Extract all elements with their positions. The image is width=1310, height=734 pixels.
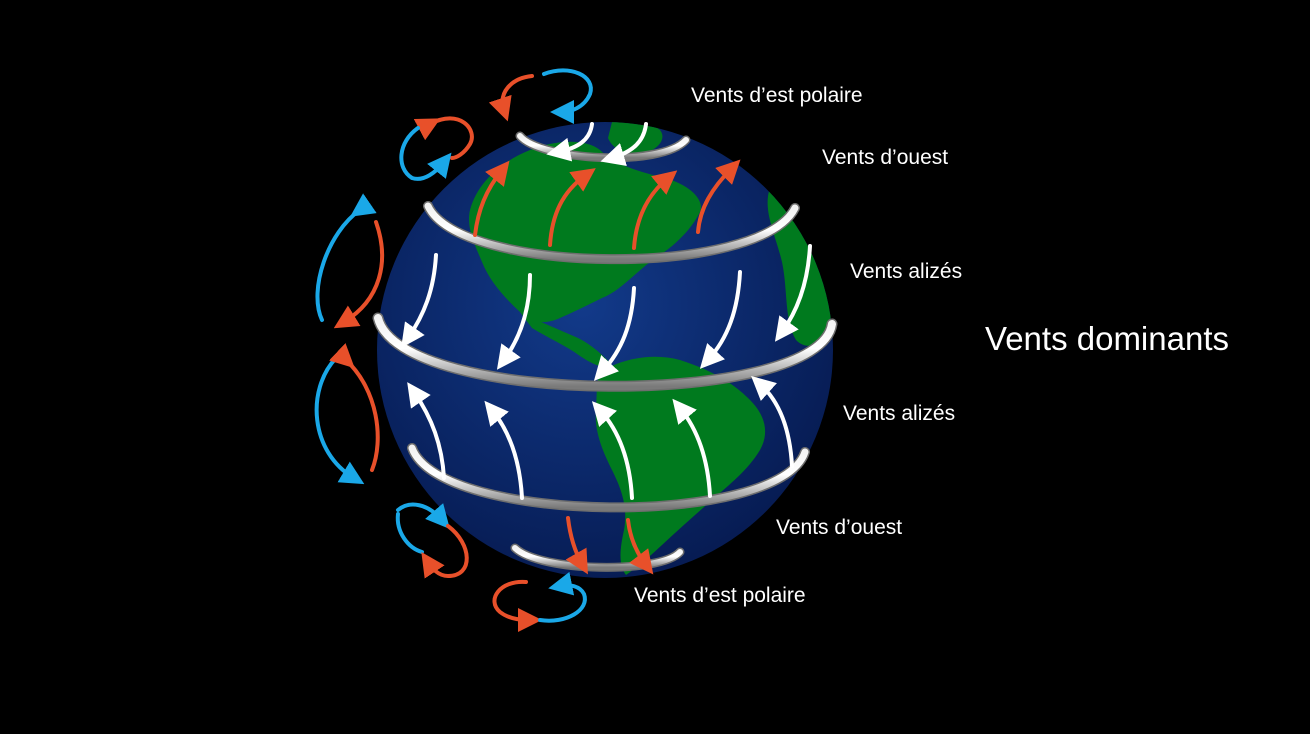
- wind-arrow: [496, 273, 532, 370]
- label-polar-easterlies-north: Vents d’est polaire: [691, 84, 863, 107]
- north-america-shape: [469, 141, 701, 323]
- wind-arrow: [751, 375, 794, 468]
- wind-arrow: [565, 516, 588, 575]
- wind-arrow: [407, 382, 446, 480]
- wind-arrow: [473, 160, 510, 237]
- wind-arrow: [548, 168, 596, 247]
- continents: [469, 122, 833, 575]
- cell-arrow-cold: [542, 68, 593, 124]
- label-westerlies-north: Vents d’ouest: [822, 146, 949, 169]
- cell-arrow-cold: [538, 571, 587, 623]
- wind-arrow: [401, 253, 438, 348]
- wind-arrow: [626, 518, 654, 575]
- cell-arrow-warm: [421, 524, 469, 579]
- wind-arrow: [600, 122, 648, 167]
- westerlies-south-arrows: [565, 516, 654, 575]
- label-westerlies-south: Vents d’ouest: [776, 516, 903, 539]
- wind-arrow: [546, 122, 594, 162]
- cell-arrow-cold: [315, 193, 377, 322]
- cell-arrow-warm: [329, 343, 380, 472]
- label-polar-easterlies-south: Vents d’est polaire: [634, 584, 806, 607]
- cell-arrow-cold: [395, 512, 424, 554]
- diagram-title: Vents dominants: [985, 320, 1229, 357]
- wind-arrow: [696, 159, 741, 234]
- wind-arrow: [774, 244, 812, 342]
- wind-arrow: [593, 286, 636, 381]
- cell-arrow-cold: [399, 126, 452, 181]
- south-america-shape: [595, 356, 766, 575]
- trade-winds-north-arrows: [401, 244, 812, 381]
- cell-arrow-warm: [413, 116, 474, 160]
- label-trade-winds-north: Vents alizés: [850, 260, 963, 283]
- circulation-cells: [314, 68, 593, 632]
- cell-arrow-cold: [314, 356, 365, 485]
- central-america-shape: [520, 312, 612, 367]
- trade-winds-south-arrows: [407, 375, 794, 500]
- westerlies-north-arrows: [473, 159, 741, 250]
- wind-arrow: [632, 170, 678, 250]
- wind-arrow: [699, 270, 742, 369]
- latitude-bands: [372, 131, 838, 572]
- cell-arrow-warm: [492, 579, 542, 632]
- wind-arrow: [672, 398, 712, 498]
- wind-arrow: [484, 400, 524, 500]
- label-trade-winds-south: Vents alizés: [843, 402, 956, 425]
- polar-easterlies-north-arrows: [546, 122, 648, 167]
- cell-arrow-warm: [488, 74, 534, 122]
- cell-arrow-cold: [396, 502, 450, 530]
- wind-arrow: [591, 401, 634, 500]
- cell-arrow-warm: [333, 220, 384, 329]
